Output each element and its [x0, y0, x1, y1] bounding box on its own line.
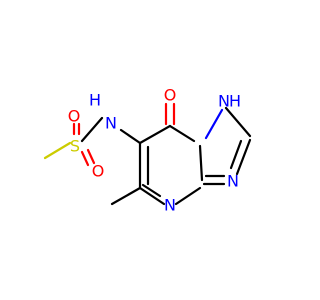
molecule-canvas: O S O N H O N H N N	[43, 85, 252, 215]
atom-h-amide: H	[89, 91, 101, 110]
bond-n4-c5	[138, 186, 166, 206]
bond-namide-s	[80, 116, 104, 143]
atom-n-amide: N	[105, 114, 117, 133]
bond-c5-methyl	[110, 186, 142, 206]
bond-n2-c3	[224, 106, 252, 138]
bond-c6-c7	[138, 124, 172, 145]
atom-h-ring-top: H	[229, 92, 241, 111]
bond-c3a-n4	[174, 186, 202, 206]
bond-n4-c5-double	[141, 183, 162, 198]
bond-s-methyl	[43, 141, 72, 160]
atom-o-sulfonyl-top: O	[68, 107, 81, 126]
bond-c6-n-amide	[119, 128, 142, 145]
bond-c3-n3	[235, 138, 252, 176]
atom-o-carbonyl: O	[164, 86, 177, 105]
atom-s-sulfonyl: S	[70, 137, 80, 156]
chemical-structure: O S O N H O N H N N	[43, 86, 252, 215]
atom-n-ring-right: N	[227, 172, 239, 191]
atom-n-ring-bottom: N	[164, 196, 176, 215]
bond-c7-n1	[168, 124, 196, 143]
bond-c3-n3-double	[229, 139, 243, 170]
atom-o-sulfonyl-bottom: O	[92, 162, 105, 181]
atom-n-ring-top: N	[218, 92, 230, 111]
bond-n1-c3a	[198, 144, 204, 182]
bond-s-o-bottom-b	[86, 148, 96, 165]
bond-s-o-bottom-a	[80, 150, 90, 167]
bond-n1-n2	[204, 108, 224, 140]
